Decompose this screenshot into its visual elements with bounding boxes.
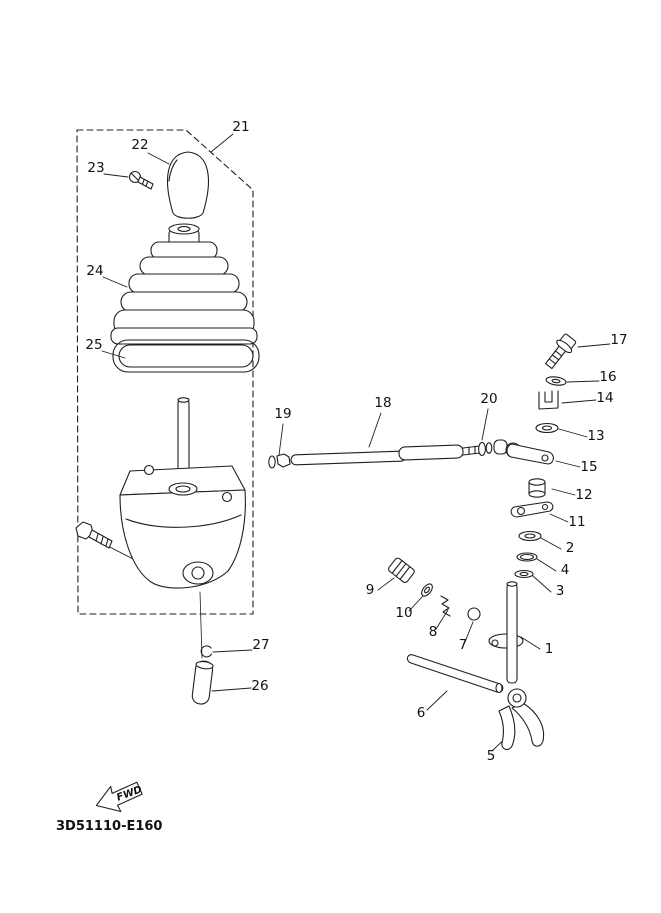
bolt-17 <box>545 333 577 370</box>
callout-16: 16 <box>599 369 616 385</box>
detent-plug-9 <box>388 557 415 584</box>
callout-14: 14 <box>596 390 613 406</box>
clip-27 <box>200 645 213 658</box>
detent-spring-8 <box>440 595 451 617</box>
rubber-boot <box>110 223 258 345</box>
screw-23 <box>128 170 154 190</box>
collar-12 <box>528 478 546 498</box>
bolt-left <box>75 521 113 549</box>
fwd-arrow: FWD <box>95 781 144 813</box>
callout-21: 21 <box>232 119 249 135</box>
detent-washer-10 <box>421 583 433 597</box>
callout-3: 3 <box>556 583 565 599</box>
washer-4 <box>516 552 538 562</box>
callout-2: 2 <box>566 540 575 556</box>
callout-11: 11 <box>568 514 585 530</box>
callout-25: 25 <box>85 337 102 353</box>
lever-plate-11 <box>510 501 554 518</box>
callout-23: 23 <box>87 160 104 176</box>
diagram-code: 3D51110-E160 <box>56 819 162 834</box>
rubber-tube-26 <box>191 660 214 705</box>
arm-lever-15 <box>506 443 554 465</box>
washer-16 <box>545 376 567 386</box>
callout-27: 27 <box>252 637 269 653</box>
callout-18: 18 <box>374 395 391 411</box>
washer-13 <box>535 422 559 434</box>
callout-9: 9 <box>366 582 375 598</box>
washers-20 <box>478 441 493 457</box>
shift-knob <box>167 151 209 219</box>
shift-fork-5 <box>498 688 545 751</box>
callout-22: 22 <box>131 137 148 153</box>
callout-8: 8 <box>429 624 438 640</box>
shifter-box <box>119 464 246 589</box>
callout-13: 13 <box>587 428 604 444</box>
callout-10: 10 <box>395 605 412 621</box>
gasket <box>112 339 260 373</box>
callout-15: 15 <box>580 459 597 475</box>
callout-19: 19 <box>274 406 291 422</box>
callout-24: 24 <box>86 263 103 279</box>
callout-7: 7 <box>459 637 468 653</box>
callout-17: 17 <box>610 332 627 348</box>
fork-14 <box>538 390 559 410</box>
callout-26: 26 <box>251 678 268 694</box>
callout-4: 4 <box>561 562 570 578</box>
callout-6: 6 <box>417 705 426 721</box>
callout-labels: 1 2 3 4 5 6 7 8 9 10 11 12 13 14 15 16 1… <box>85 119 627 764</box>
dashed-assembly-outline <box>76 129 254 615</box>
washer-3 <box>514 569 534 579</box>
rod-6 <box>406 654 504 694</box>
washer-2 <box>518 530 542 542</box>
fwd-label: FWD <box>115 784 143 803</box>
callout-1: 1 <box>545 641 554 657</box>
callout-5: 5 <box>487 748 496 764</box>
nut-19 <box>276 453 291 468</box>
detent-ball-7 <box>467 607 481 621</box>
callout-20: 20 <box>480 391 497 407</box>
shift-rod-18 <box>268 441 493 469</box>
shift-shaft-1 <box>488 581 524 684</box>
callout-12: 12 <box>575 487 592 503</box>
